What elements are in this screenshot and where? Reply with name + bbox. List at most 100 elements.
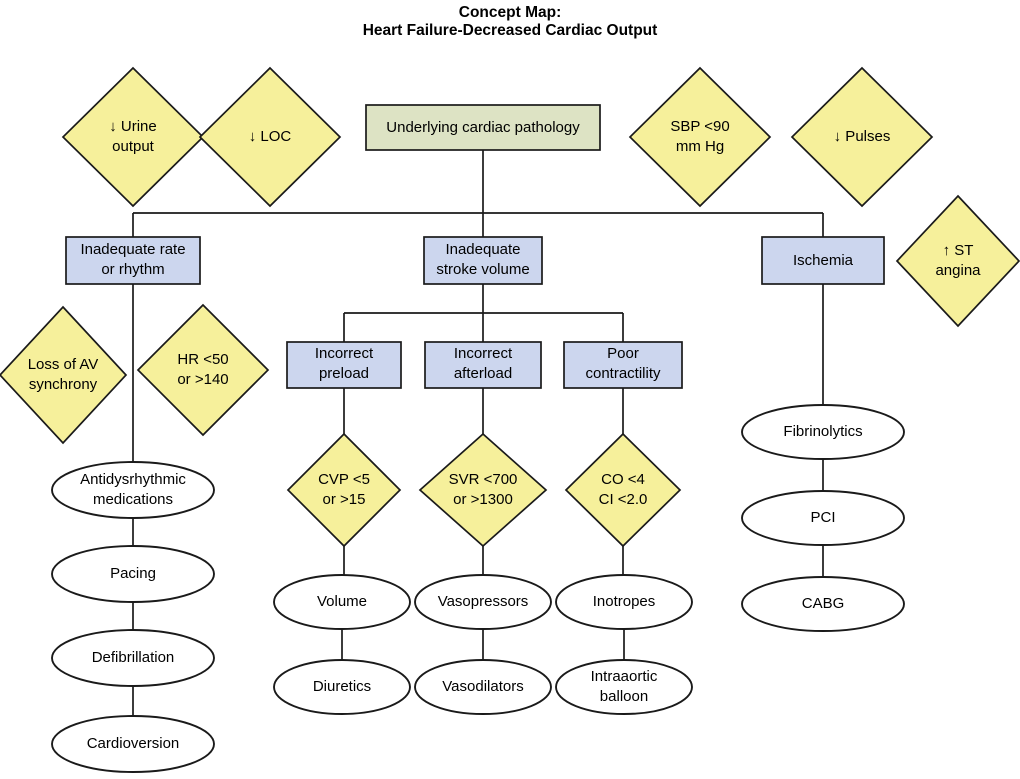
rect-shape	[65, 236, 201, 285]
ellipse-shape	[555, 574, 693, 630]
node-fibrinolytics[interactable]: Fibrinolytics	[741, 404, 905, 460]
node-svr-label-line2: or >1300	[453, 491, 513, 508]
node-loss-av-synchrony-label-line1: Loss of AV	[28, 356, 99, 373]
node-pacing-label: Pacing	[110, 565, 156, 582]
diamond-shape	[628, 66, 772, 208]
diamond-shape	[136, 303, 270, 437]
node-pacing[interactable]: Pacing	[51, 545, 215, 603]
node-defibrillation-label: Defibrillation	[92, 649, 175, 666]
ellipse-shape	[741, 576, 905, 632]
ellipse-shape	[51, 629, 215, 687]
node-inadequate-stroke-label-line2: stroke volume	[436, 261, 529, 278]
ellipse-shape	[741, 490, 905, 546]
node-incorrect-preload-label-line2: preload	[319, 365, 369, 382]
node-hr[interactable]: HR <50 or >140	[136, 303, 270, 437]
node-poor-contractility-label-line1: Poor	[607, 345, 639, 362]
node-pci-label: PCI	[810, 509, 835, 526]
diamond-shape	[198, 66, 342, 208]
node-vasopressors[interactable]: Vasopressors	[414, 574, 552, 630]
node-loc[interactable]: ↓ LOC	[198, 66, 342, 208]
node-pulses[interactable]: ↓ Pulses	[790, 66, 934, 208]
rect-shape	[286, 341, 402, 389]
node-urine-output-label-line2: output	[112, 138, 155, 155]
node-svr[interactable]: SVR <700 or >1300	[418, 432, 548, 548]
ellipse-shape	[741, 404, 905, 460]
node-antidysrhythmic-medications[interactable]: Antidysrhythmic medications	[51, 461, 215, 519]
rect-shape	[563, 341, 683, 389]
node-incorrect-afterload-label-line2: afterload	[454, 365, 512, 382]
node-hr-label-line2: or >140	[177, 371, 228, 388]
node-vasopressors-label: Vasopressors	[438, 593, 529, 610]
node-cabg[interactable]: CABG	[741, 576, 905, 632]
node-st-angina-label-line2: angina	[935, 262, 981, 279]
node-loss-of-av-synchrony[interactable]: Loss of AV synchrony	[0, 305, 128, 445]
node-ischemia-label: Ischemia	[793, 252, 854, 269]
node-inadequate-stroke-volume[interactable]: Inadequate stroke volume	[423, 236, 543, 285]
node-fibrinolytics-label: Fibrinolytics	[783, 423, 862, 440]
node-co-ci-label-line2: CI <2.0	[599, 491, 648, 508]
node-cvp-label-line1: CVP <5	[318, 471, 370, 488]
node-vasodilators-label: Vasodilators	[442, 678, 523, 695]
node-diuretics[interactable]: Diuretics	[273, 659, 411, 715]
title-line-2: Heart Failure-Decreased Cardiac Output	[363, 22, 658, 39]
node-cvp-label-line2: or >15	[323, 491, 366, 508]
node-diuretics-label: Diuretics	[313, 678, 371, 695]
ellipse-shape	[273, 659, 411, 715]
node-inadequate-rate-label-line1: Inadequate rate	[80, 241, 185, 258]
node-svr-label-line1: SVR <700	[449, 471, 518, 488]
title-line-1: Concept Map:	[459, 4, 561, 21]
node-sbp[interactable]: SBP <90 mm Hg	[628, 66, 772, 208]
node-loc-label: ↓ LOC	[249, 128, 292, 145]
node-co-ci-label-line1: CO <4	[601, 471, 645, 488]
node-vasodilators[interactable]: Vasodilators	[414, 659, 552, 715]
node-inotropes[interactable]: Inotropes	[555, 574, 693, 630]
diamond-shape	[564, 432, 682, 548]
node-st-angina-label-line1: ↑ ST	[943, 242, 974, 259]
node-underlying-pathology-label: Underlying cardiac pathology	[386, 119, 580, 136]
node-loss-av-synchrony-label-line2: synchrony	[29, 376, 98, 393]
node-urine-output-label-line1: ↓ Urine	[109, 118, 157, 135]
ellipse-shape	[414, 574, 552, 630]
node-intraaortic-balloon[interactable]: Intraaortic balloon	[555, 659, 693, 715]
node-hr-label-line1: HR <50	[177, 351, 228, 368]
diamond-shape	[895, 194, 1020, 328]
ellipse-shape	[414, 659, 552, 715]
node-sbp-label-line1: SBP <90	[670, 118, 729, 135]
node-incorrect-afterload[interactable]: Incorrect afterload	[424, 341, 542, 389]
node-intraaortic-balloon-label-line2: balloon	[600, 688, 648, 705]
node-cardioversion-label: Cardioversion	[87, 735, 180, 752]
diamond-shape	[418, 432, 548, 548]
node-urine-output[interactable]: ↓ Urine output	[61, 66, 205, 208]
node-pulses-label: ↓ Pulses	[834, 128, 891, 145]
node-volume[interactable]: Volume	[273, 574, 411, 630]
node-st-angina[interactable]: ↑ ST angina	[895, 194, 1020, 328]
node-underlying-cardiac-pathology[interactable]: Underlying cardiac pathology	[365, 104, 601, 151]
ellipse-shape	[555, 659, 693, 715]
diamond-shape	[790, 66, 934, 208]
node-inadequate-rate-or-rhythm[interactable]: Inadequate rate or rhythm	[65, 236, 201, 285]
connector-layer	[132, 150, 824, 716]
node-volume-label: Volume	[317, 593, 367, 610]
node-inadequate-rate-label-line2: or rhythm	[101, 261, 164, 278]
node-intraaortic-balloon-label-line1: Intraaortic	[591, 668, 658, 685]
diamond-shape	[0, 305, 128, 445]
node-antidysrhythmic-label-line1: Antidysrhythmic	[80, 471, 186, 488]
node-co-ci[interactable]: CO <4 CI <2.0	[564, 432, 682, 548]
node-pci[interactable]: PCI	[741, 490, 905, 546]
ellipse-shape	[273, 574, 411, 630]
node-cardioversion[interactable]: Cardioversion	[51, 715, 215, 773]
node-poor-contractility[interactable]: Poor contractility	[563, 341, 683, 389]
node-cvp[interactable]: CVP <5 or >15	[286, 432, 402, 548]
diamond-shape	[61, 66, 205, 208]
diagram-title: Concept Map: Heart Failure-Decreased Car…	[363, 4, 658, 39]
node-incorrect-afterload-label-line1: Incorrect	[454, 345, 513, 362]
node-poor-contractility-label-line2: contractility	[585, 365, 661, 382]
rect-shape	[761, 236, 885, 285]
rect-shape	[424, 341, 542, 389]
node-incorrect-preload[interactable]: Incorrect preload	[286, 341, 402, 389]
ellipse-shape	[51, 545, 215, 603]
node-ischemia[interactable]: Ischemia	[761, 236, 885, 285]
node-defibrillation[interactable]: Defibrillation	[51, 629, 215, 687]
